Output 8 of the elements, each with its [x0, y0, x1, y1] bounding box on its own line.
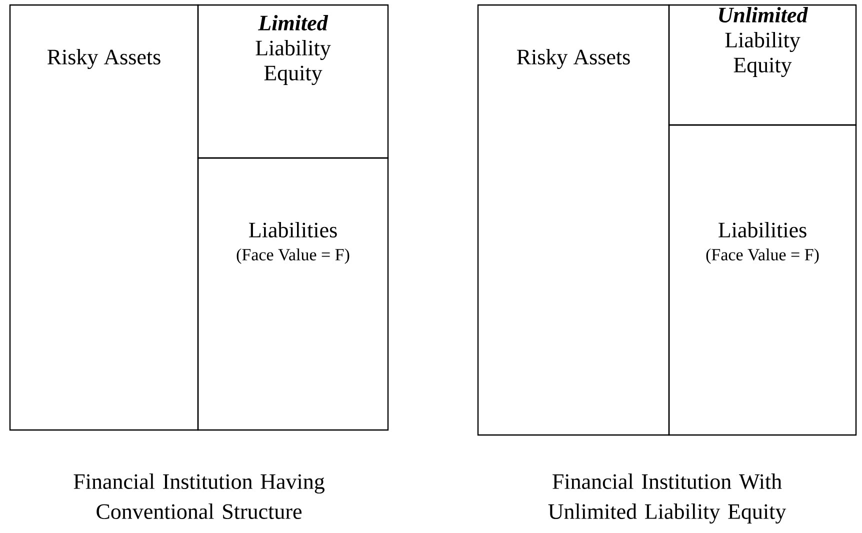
balance-sheet-cell: Limited Liability Equity: [197, 4, 389, 159]
balance-sheet-cell: Unlimited Liability Equity: [668, 4, 857, 126]
caption: Financial Institution With Unlimited Liability Equity: [548, 474, 786, 524]
balance-sheet-cell: Risky Assets: [477, 4, 670, 436]
balance-sheet-cell: Liabilities (Face Value = F): [197, 157, 389, 431]
balance-sheet-cell: Liabilities (Face Value = F): [668, 124, 857, 436]
balance-sheet-cell: Risky Assets: [9, 4, 199, 431]
caption: Financial Institution Having Conventional Structure: [74, 474, 324, 520]
